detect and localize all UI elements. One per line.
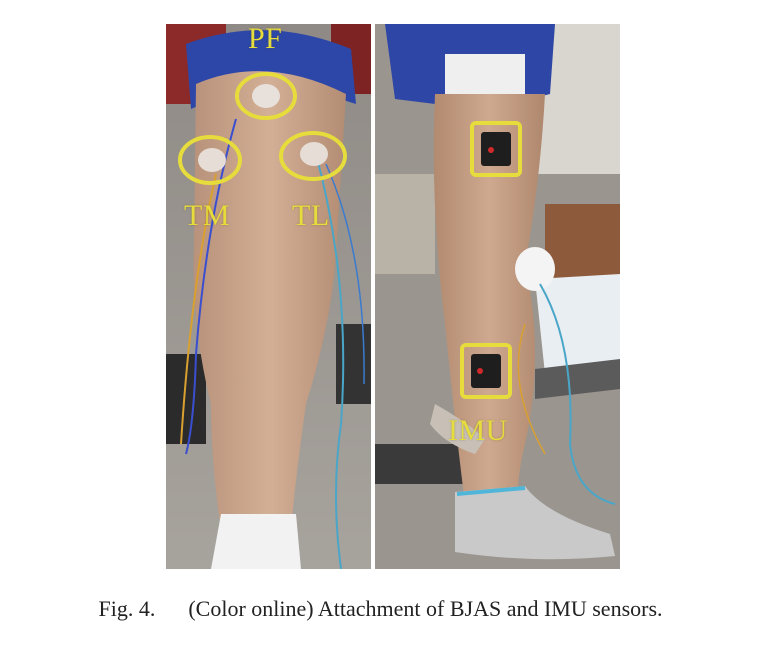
photo-knee-sensors: [166, 24, 371, 569]
photo-knee-sensors-image: [166, 24, 371, 569]
caption-number: Fig. 4.: [98, 596, 156, 621]
label-imu: IMU: [448, 414, 508, 447]
label-tm: TM: [184, 199, 230, 232]
caption-text: (Color online) Attachment of BJAS and IM…: [188, 596, 663, 621]
photo-imu-sensors: [375, 24, 620, 569]
figure-caption: Fig. 4. (Color online) Attachment of BJA…: [0, 596, 761, 622]
label-pf: PF: [248, 22, 283, 55]
label-tl: TL: [292, 199, 330, 232]
photo-imu-sensors-image: [375, 24, 620, 569]
figure-photo: PF TM TL IMU: [166, 24, 620, 569]
